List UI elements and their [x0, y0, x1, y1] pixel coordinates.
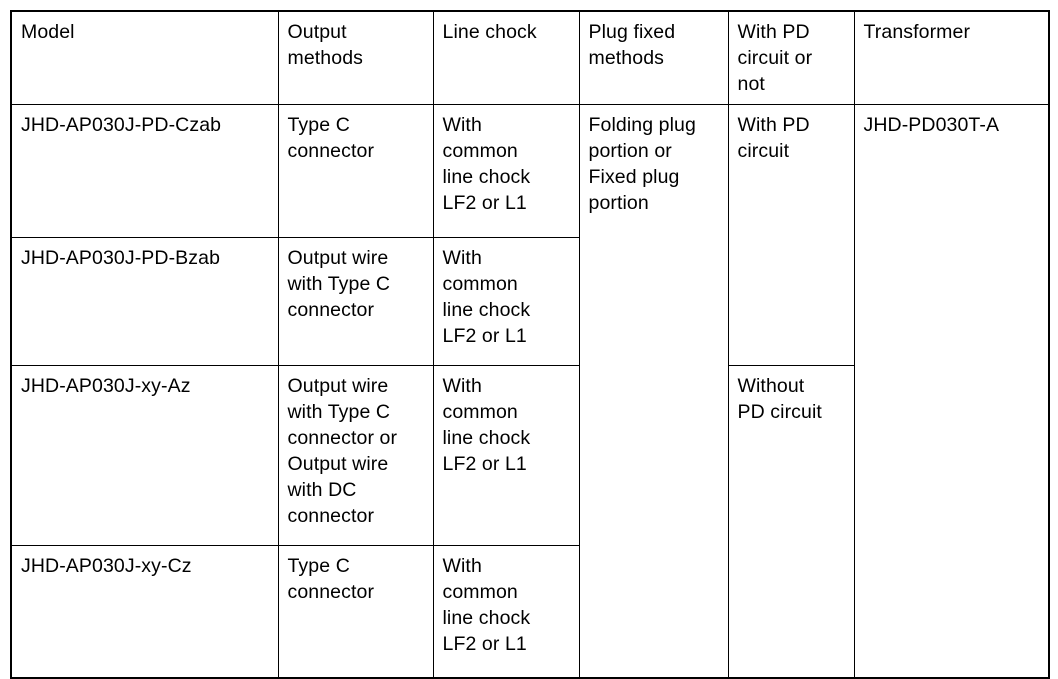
- cell-without-pd-circuit: Without PD circuit: [727, 365, 855, 679]
- cell-plug-fixed-methods: Folding plug portion or Fixed plug porti…: [578, 104, 729, 679]
- cell-line-chock: With common line chock LF2 or L1: [432, 104, 580, 238]
- cell-output: Output wire with Type C connector or Out…: [277, 365, 434, 546]
- product-spec-table: Model Output methods Line chock Plug fix…: [10, 10, 1050, 679]
- table-row: JHD-AP030J-PD-Bzab Output wire with Type…: [10, 237, 1049, 366]
- cell-transformer: JHD-PD030T-A: [853, 104, 1050, 679]
- cell-with-pd-circuit: With PD circuit: [727, 104, 855, 366]
- column-header-line-chock: Line chock: [432, 10, 580, 105]
- column-header-transformer: Transformer: [853, 10, 1050, 105]
- table-row: JHD-AP030J-xy-Az Output wire with Type C…: [10, 365, 1049, 679]
- column-header-model: Model: [10, 10, 279, 105]
- cell-line-chock: With common line chock LF2 or L1: [432, 365, 580, 546]
- cell-model: JHD-AP030J-xy-Az: [10, 365, 279, 546]
- cell-output: Type C connector: [277, 104, 434, 238]
- column-header-pd-circuit: With PD circuit or not: [727, 10, 855, 105]
- column-header-output: Output methods: [277, 10, 434, 105]
- cell-output: Output wire with Type C connector: [277, 237, 434, 366]
- cell-model: JHD-AP030J-PD-Czab: [10, 104, 279, 238]
- table-row: JHD-AP030J-PD-Czab Type C connector With…: [10, 104, 1050, 679]
- cell-line-chock: With common line chock LF2 or L1: [432, 237, 580, 366]
- spec-table-container: Model Output methods Line chock Plug fix…: [10, 10, 1050, 679]
- column-header-plug-fixed: Plug fixed methods: [578, 10, 729, 105]
- cell-model: JHD-AP030J-PD-Bzab: [10, 237, 279, 366]
- cell-output: Type C connector: [277, 545, 434, 679]
- table-header-row: Model Output methods Line chock Plug fix…: [10, 10, 1050, 105]
- cell-model: JHD-AP030J-xy-Cz: [10, 545, 279, 679]
- cell-line-chock: With common line chock LF2 or L1: [432, 545, 580, 679]
